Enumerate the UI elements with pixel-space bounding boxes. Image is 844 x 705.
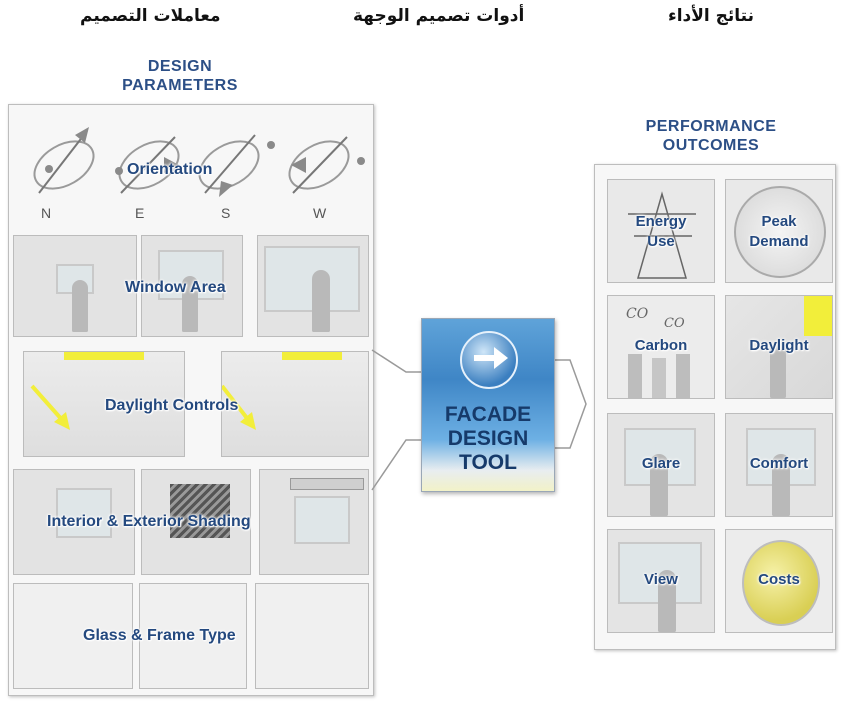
outcome-comfort: Comfort: [725, 413, 833, 517]
performance-outcomes-title-line1: PERFORMANCE: [645, 118, 777, 135]
person-silhouette: [770, 342, 786, 398]
person-silhouette: [650, 454, 668, 516]
arrow-icon: [460, 331, 518, 389]
window-exterior-shade: [294, 496, 350, 544]
performance-outcomes-panel: Energy Use Peak Demand CO CO Carbon Dayl…: [594, 164, 836, 650]
smokestack-icon: [628, 354, 642, 398]
outcome-comfort-label: Comfort: [749, 455, 809, 472]
person-silhouette: [772, 454, 790, 516]
design-parameters-panel: Orientation N E S W Window Area Daylight…: [8, 104, 374, 696]
person-silhouette: [312, 270, 330, 332]
outcome-carbon-label: Carbon: [634, 337, 688, 354]
outcome-peak-demand: Peak Demand: [725, 179, 833, 283]
glass-frame-label: Glass & Frame Type: [83, 627, 236, 644]
outcome-energy-use-line2: Use: [647, 233, 675, 250]
louver-screen: [170, 484, 230, 538]
light-beam: [282, 352, 342, 360]
outcome-energy-use-line1: Energy: [635, 213, 687, 230]
outcome-daylight: Daylight: [725, 295, 833, 399]
shading-tile-interior: [13, 469, 135, 575]
design-parameters-title-line2: PARAMETERS: [122, 77, 238, 94]
light-beam: [64, 352, 144, 360]
outcome-view: View: [607, 529, 715, 633]
dollar-coin-icon: [742, 540, 820, 626]
outcome-peak-demand-line2: Demand: [749, 233, 809, 250]
direction-e: E: [135, 205, 145, 221]
transmission-tower-icon: [628, 191, 696, 279]
window-area-label: Window Area: [125, 279, 226, 296]
outcome-energy-use: Energy Use: [607, 179, 715, 283]
header-facade-tools: أدوات تصميم الوجهة: [353, 6, 525, 26]
direction-w: W: [313, 205, 327, 221]
daylight-controls-tile-right: [221, 351, 369, 457]
window-interior-shade: [56, 488, 112, 538]
person-silhouette: [658, 570, 676, 632]
window-area-tile-small: [13, 235, 137, 337]
glass-frame-tile-2: [139, 583, 247, 689]
glass-frame-tile-1: [13, 583, 133, 689]
carbon-mark-2: CO: [664, 316, 685, 331]
person-silhouette: [72, 280, 88, 332]
person-silhouette: [182, 276, 198, 332]
shading-tile-exterior: [259, 469, 369, 575]
window-area-tile-medium: [141, 235, 243, 337]
outcome-daylight-label: Daylight: [749, 337, 809, 354]
outcome-glare-label: Glare: [641, 455, 681, 472]
shading-tile-louver: [141, 469, 251, 575]
smokestack-icon: [652, 358, 666, 398]
orientation-label: Orientation: [127, 161, 213, 178]
outcome-peak-demand-line1: Peak: [761, 213, 797, 230]
performance-outcomes-title-line2: OUTCOMES: [662, 137, 760, 154]
sun-patch: [804, 296, 832, 336]
daylight-controls-tile-left: [23, 351, 185, 457]
shading-label: Interior & Exterior Shading: [47, 513, 251, 530]
gauge-icon: [734, 186, 826, 278]
carbon-mark-1: CO: [626, 306, 649, 322]
orientation-diagram: [33, 127, 365, 197]
outcome-glare: Glare: [607, 413, 715, 517]
outcome-costs: Costs: [725, 529, 833, 633]
outcome-carbon: CO CO Carbon: [607, 295, 715, 399]
glass-frame-tile-3: [255, 583, 369, 689]
tool-line1: FACADE: [444, 403, 532, 426]
design-parameters-title: DESIGN PARAMETERS: [60, 57, 300, 95]
outcome-costs-label: Costs: [758, 571, 800, 588]
direction-s: S: [221, 205, 231, 221]
smokestack-icon: [676, 354, 690, 398]
overhang: [290, 478, 364, 490]
arrow-glyph: [474, 347, 508, 369]
window-area-tile-large: [257, 235, 369, 337]
outcome-view-label: View: [644, 571, 678, 588]
daylight-arrow-left: [30, 384, 70, 430]
daylight-controls-label: Daylight Controls: [105, 397, 239, 414]
daylight-arrow-right: [222, 384, 256, 430]
design-parameters-title-line1: DESIGN: [147, 58, 213, 75]
direction-n: N: [41, 205, 52, 221]
header-performance-outcomes: نتائج الأداء: [668, 6, 754, 26]
performance-outcomes-title: PERFORMANCE OUTCOMES: [596, 117, 826, 155]
tool-line2: DESIGN: [447, 427, 529, 450]
tool-line3: TOOL: [459, 451, 517, 474]
facade-design-tool: FACADE DESIGN TOOL: [421, 318, 555, 492]
header-design-parameters: معاملات التصميم: [80, 6, 221, 26]
